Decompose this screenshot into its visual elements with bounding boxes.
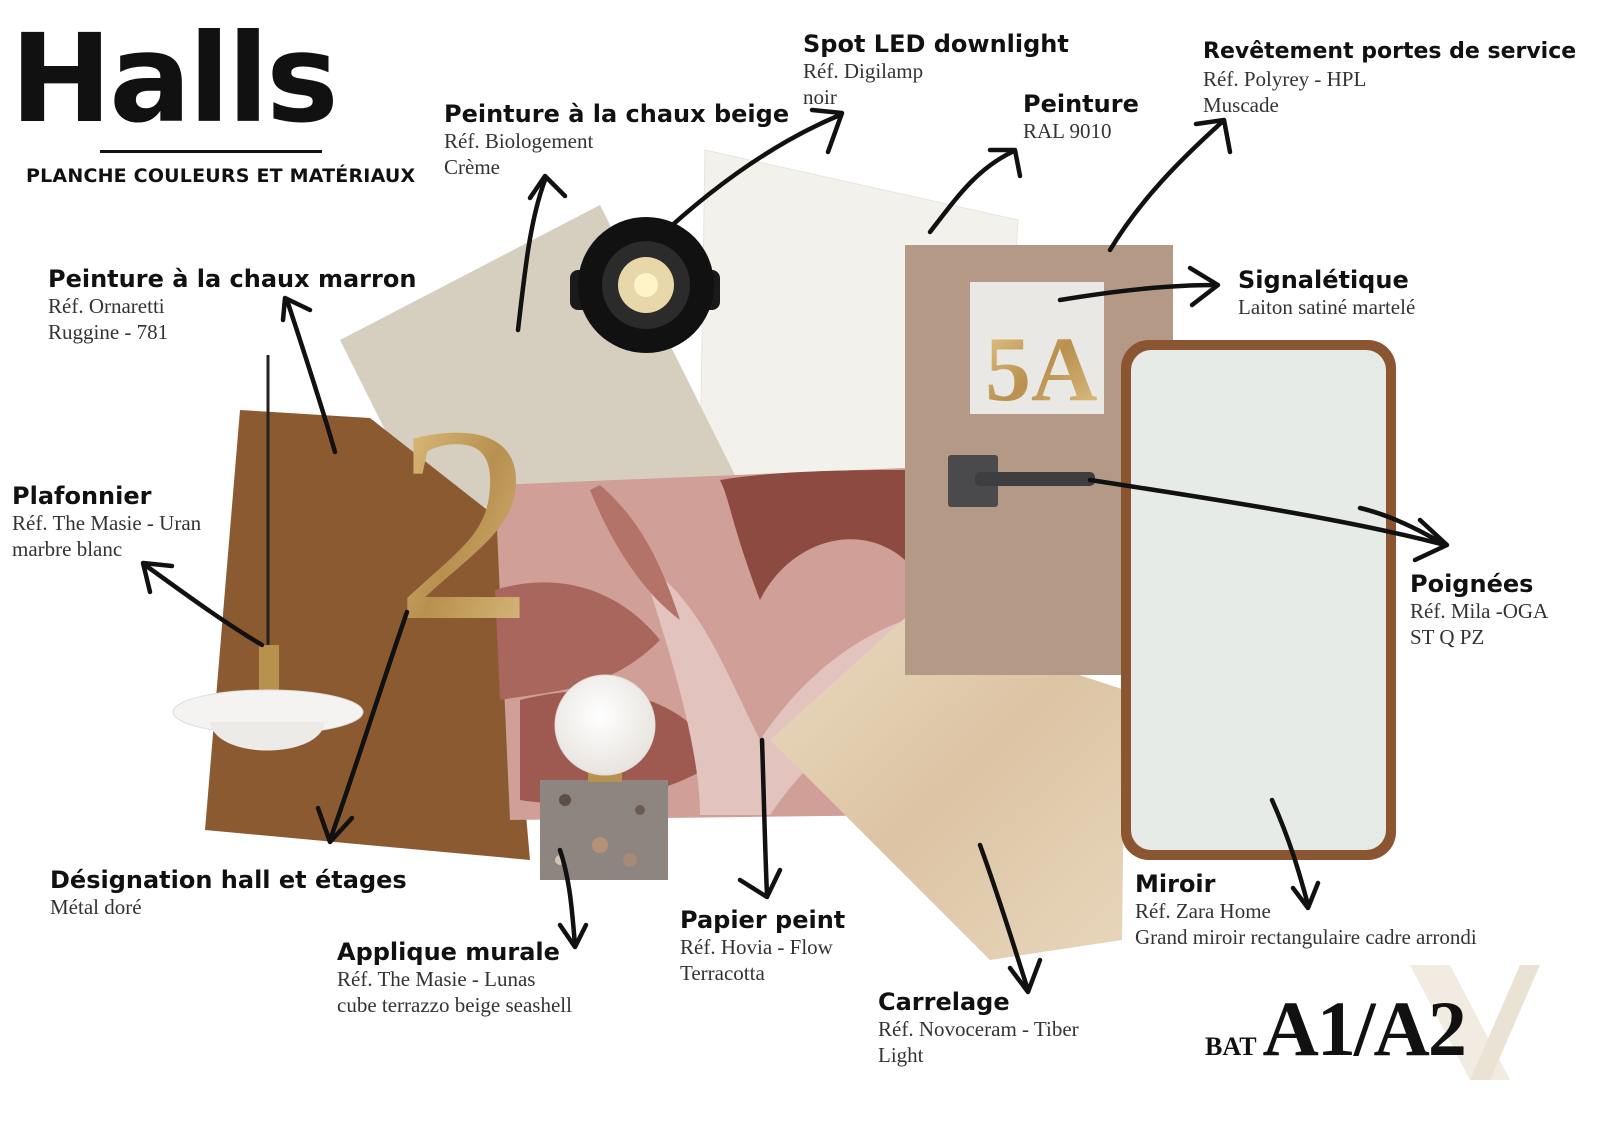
- mirror: [1121, 340, 1396, 860]
- label-title: Carrelage: [878, 988, 1010, 1016]
- label-line: Réf. Zara Home: [1135, 899, 1271, 923]
- logo-main: A1/A2: [1262, 985, 1467, 1072]
- page-title: Halls: [10, 8, 339, 150]
- label-line: Réf. The Masie - Uran: [12, 511, 202, 535]
- label-line: RAL 9010: [1023, 119, 1112, 143]
- label-chaux-marron: Peinture à la chaux marron Réf. Ornarett…: [48, 265, 416, 345]
- label-title: Peinture: [1023, 90, 1139, 118]
- label-title: Désignation hall et étages: [50, 866, 407, 894]
- label-line: Terracotta: [680, 961, 765, 985]
- label-carrelage: Carrelage Réf. Novoceram - Tiber Light: [878, 988, 1079, 1068]
- swatch-carrelage: [770, 618, 1125, 960]
- label-spot: Spot LED downlight Réf. Digilamp noir: [803, 30, 1069, 110]
- label-line: Réf. The Masie - Lunas: [337, 967, 536, 991]
- label-title: Papier peint: [680, 906, 846, 934]
- label-line: Crème: [444, 155, 500, 179]
- label-line: marbre blanc: [12, 537, 123, 561]
- label-chaux-beige: Peinture à la chaux beige Réf. Biologeme…: [444, 100, 789, 180]
- label-title: Peinture à la chaux marron: [48, 265, 417, 293]
- label-revetement: Revêtement portes de service Réf. Polyre…: [1203, 38, 1576, 118]
- signage-plate-number: 5A: [985, 318, 1097, 420]
- label-line: Ruggine - 781: [48, 320, 169, 344]
- label-line: cube terrazzo beige seashell: [337, 993, 572, 1017]
- label-title: Signalétique: [1238, 266, 1409, 294]
- label-line: Réf. Polyrey - HPL: [1203, 67, 1367, 91]
- label-line: Réf. Novoceram - Tiber: [878, 1017, 1079, 1041]
- label-papier-peint: Papier peint Réf. Hovia - Flow Terracott…: [680, 906, 845, 986]
- label-line: ST Q PZ: [1410, 625, 1485, 649]
- label-line: Muscade: [1203, 93, 1279, 117]
- pendant-lamp-icon: [172, 355, 364, 751]
- label-line: noir: [803, 85, 837, 109]
- label-line: Réf. Digilamp: [803, 59, 924, 83]
- label-miroir: Miroir Réf. Zara Home Grand miroir recta…: [1135, 870, 1477, 950]
- label-plafonnier: Plafonnier Réf. The Masie - Uran marbre …: [12, 482, 201, 562]
- label-title: Miroir: [1135, 870, 1216, 898]
- label-line: Laiton satiné martelé: [1238, 295, 1416, 319]
- title-underline: [100, 150, 322, 153]
- label-line: Grand miroir rectangulaire cadre arrondi: [1135, 925, 1477, 949]
- building-logo: BAT A1/A2: [1205, 985, 1467, 1072]
- logo-mark-icon: [1410, 965, 1540, 1080]
- spotlight-icon: [570, 217, 720, 353]
- label-line: Réf. Hovia - Flow: [680, 935, 833, 959]
- label-poignees: Poignées Réf. Mila -OGA ST Q PZ: [1410, 570, 1548, 650]
- label-title: Applique murale: [337, 938, 560, 966]
- signage-plate: [970, 282, 1104, 414]
- label-line: Réf. Biologement: [444, 129, 594, 153]
- label-signaletique: Signalétique Laiton satiné martelé: [1238, 266, 1415, 320]
- label-line: Réf. Mila -OGA: [1410, 599, 1549, 623]
- label-applique: Applique murale Réf. The Masie - Lunas c…: [337, 938, 572, 1018]
- label-title: Plafonnier: [12, 482, 152, 510]
- label-line: Light: [878, 1043, 924, 1067]
- label-line: Réf. Ornaretti: [48, 294, 165, 318]
- logo-prefix: BAT: [1205, 1032, 1257, 1061]
- label-title: Poignées: [1410, 570, 1534, 598]
- brass-number: 2: [395, 368, 535, 679]
- globe-wall-lamp-icon: [540, 674, 668, 880]
- label-title: Revêtement portes de service: [1203, 39, 1577, 64]
- label-peinture: Peinture RAL 9010: [1023, 90, 1139, 144]
- arrow-icon: [140, 107, 1450, 995]
- label-title: Peinture à la chaux beige: [444, 100, 790, 128]
- label-designation: Désignation hall et étages Métal doré: [50, 866, 407, 920]
- label-title: Spot LED downlight: [803, 30, 1069, 58]
- label-line: Métal doré: [50, 895, 142, 919]
- page-subtitle: PLANCHE COULEURS ET MATÉRIAUX: [26, 165, 416, 187]
- door-handle-icon: [948, 455, 1095, 507]
